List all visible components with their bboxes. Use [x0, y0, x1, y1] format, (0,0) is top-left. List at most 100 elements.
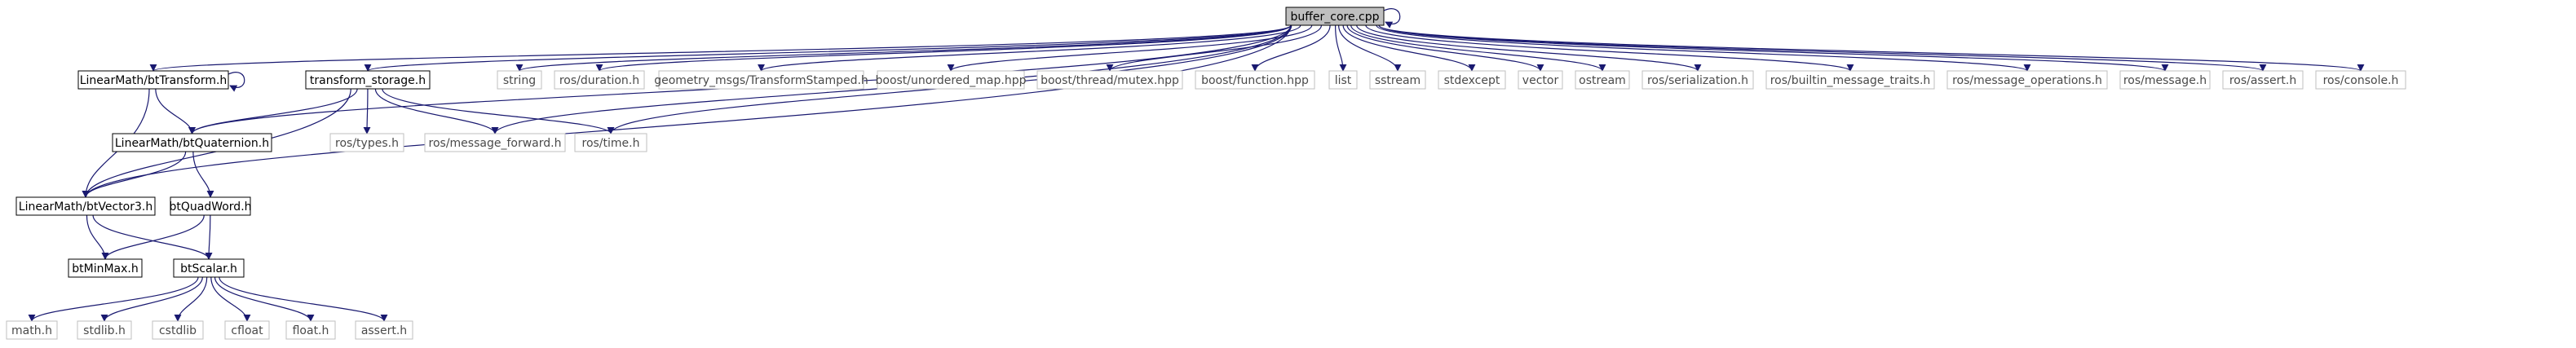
node-box — [1036, 70, 1183, 90]
node-label: string — [503, 74, 536, 87]
node-lm-btquaternion[interactable]: LinearMath/btQuaternion.h — [112, 133, 272, 152]
node-box — [2119, 70, 2211, 90]
edge-buffer-core-to-list — [1335, 24, 1347, 72]
node-box — [1438, 70, 1506, 90]
node-box — [170, 196, 251, 216]
node-btscalar[interactable]: btScalar.h — [173, 258, 245, 278]
node-label: LinearMath/btQuaternion.h — [115, 137, 269, 150]
edge-buffer-core-to-stdexcept — [1342, 24, 1476, 72]
node-box — [68, 258, 143, 278]
edge-btscalar-to-cstdlib — [174, 276, 208, 322]
node-box — [2222, 70, 2304, 90]
edge-btscalar-to-cfloat — [210, 276, 251, 322]
node-btminmax[interactable]: btMinMax.h — [68, 258, 143, 278]
node-label: math.h — [11, 324, 52, 337]
node-geometry-msgs: geometry_msgs/TransformStamped.h — [654, 70, 868, 90]
node-box — [173, 258, 245, 278]
edge-buffer-core-to-ros-message-operations — [1376, 24, 2031, 72]
node-label: boost/thread/mutex.hpp — [1041, 74, 1179, 87]
node-transform-storage[interactable]: transform_storage.h — [305, 70, 431, 90]
edge-lm-bttransform-to-lm-bttransform — [228, 72, 245, 92]
node-label: buffer_core.cpp — [1290, 11, 1379, 24]
node-btquadword[interactable]: btQuadWord.h — [169, 196, 252, 216]
node-math-h: math.h — [6, 320, 58, 340]
node-box — [224, 320, 270, 340]
node-list: list — [1328, 70, 1358, 90]
node-label: sstream — [1375, 74, 1421, 87]
node-box — [1369, 70, 1426, 90]
node-label: ros/message_forward.h — [429, 137, 562, 150]
edge-buffer-core-to-boost-unordered-map — [947, 24, 1313, 72]
node-label: float.h — [293, 324, 329, 337]
node-ros-duration: ros/duration.h — [554, 70, 645, 90]
node-label: ros/message.h — [2123, 74, 2207, 87]
edge-transform-storage-to-ros-message-forward — [374, 88, 499, 134]
node-box — [554, 70, 645, 90]
node-float-h: float.h — [285, 320, 336, 340]
node-label: btScalar.h — [180, 262, 237, 275]
node-buffer-core[interactable]: buffer_core.cpp — [1285, 7, 1385, 26]
edge-btscalar-to-stdlib-h — [100, 276, 203, 322]
node-box — [1328, 70, 1358, 90]
node-stdlib-h: stdlib.h — [77, 320, 132, 340]
node-boost-unordered-map: boost/unordered_map.hpp — [876, 70, 1027, 90]
node-box — [355, 320, 413, 340]
edge-lm-btvector3-to-btscalar — [92, 214, 213, 260]
edge-buffer-core-to-sstream — [1338, 24, 1402, 72]
node-label: cfloat — [231, 324, 263, 337]
node-ros-assert: ros/assert.h — [2222, 70, 2304, 90]
node-ros-message-forward: ros/message_forward.h — [424, 133, 566, 152]
node-label: stdexcept — [1444, 74, 1500, 87]
edge-transform-storage-to-lm-btquaternion — [188, 88, 358, 134]
edge-btscalar-to-float-h — [214, 276, 315, 322]
node-box — [424, 133, 566, 152]
node-vector: vector — [1518, 70, 1563, 90]
node-lm-btvector3[interactable]: LinearMath/btVector3.h — [15, 196, 156, 216]
node-label: ros/time.h — [582, 137, 640, 150]
edge-btquadword-to-btscalar — [205, 214, 213, 260]
node-label: ros/duration.h — [559, 74, 639, 87]
node-box — [77, 320, 132, 340]
node-label: transform_storage.h — [310, 74, 426, 87]
node-ros-message-operations: ros/message_operations.h — [1946, 70, 2108, 90]
node-label: ros/serialization.h — [1647, 74, 1748, 87]
edge-lm-bttransform-to-lm-btquaternion — [155, 88, 196, 134]
node-label: boost/unordered_map.hpp — [876, 74, 1027, 87]
edge-buffer-core-to-vector — [1346, 24, 1544, 72]
node-box — [1641, 70, 1754, 90]
node-ros-builtin-message-traits: ros/builtin_message_traits.h — [1765, 70, 1935, 90]
node-label: ros/message_operations.h — [1952, 74, 2102, 87]
node-cfloat: cfloat — [224, 320, 270, 340]
node-label: ostream — [1579, 74, 1626, 87]
edge-buffer-core-to-ros-message — [1378, 24, 2169, 72]
node-label: btQuadWord.h — [169, 200, 251, 214]
node-assert-h: assert.h — [355, 320, 413, 340]
node-box — [112, 133, 272, 152]
node-lm-bttransform[interactable]: LinearMath/btTransform.h — [77, 70, 229, 90]
node-label: ros/assert.h — [2229, 74, 2296, 87]
edge-transform-storage-to-ros-time — [382, 88, 615, 134]
edge-buffer-core-to-string — [515, 24, 1292, 72]
edge-btscalar-to-math-h — [28, 276, 199, 322]
node-label: cstdlib — [159, 324, 197, 337]
node-box — [285, 320, 336, 340]
node-label: LinearMath/btTransform.h — [80, 74, 228, 87]
edge-buffer-core-to-ros-console — [1378, 24, 2364, 72]
node-boost-thread-mutex: boost/thread/mutex.hpp — [1036, 70, 1183, 90]
node-box — [574, 133, 647, 152]
node-ros-message: ros/message.h — [2119, 70, 2211, 90]
edge-btscalar-to-assert-h — [219, 276, 388, 322]
edge-buffer-core-to-lm-btvector3 — [82, 24, 1292, 198]
edge-buffer-core-to-boost-function — [1251, 24, 1331, 72]
node-string: string — [497, 70, 542, 90]
edge-buffer-core-to-ros-builtin-message-traits — [1365, 24, 1854, 72]
edge-btquadword-to-btminmax — [101, 214, 205, 260]
node-box — [1765, 70, 1935, 90]
node-ros-serialization: ros/serialization.h — [1641, 70, 1754, 90]
node-box — [877, 70, 1025, 90]
node-box — [77, 70, 229, 90]
node-box — [2315, 70, 2406, 90]
node-label: ros/builtin_message_traits.h — [1770, 74, 1931, 87]
node-box — [1195, 70, 1315, 90]
